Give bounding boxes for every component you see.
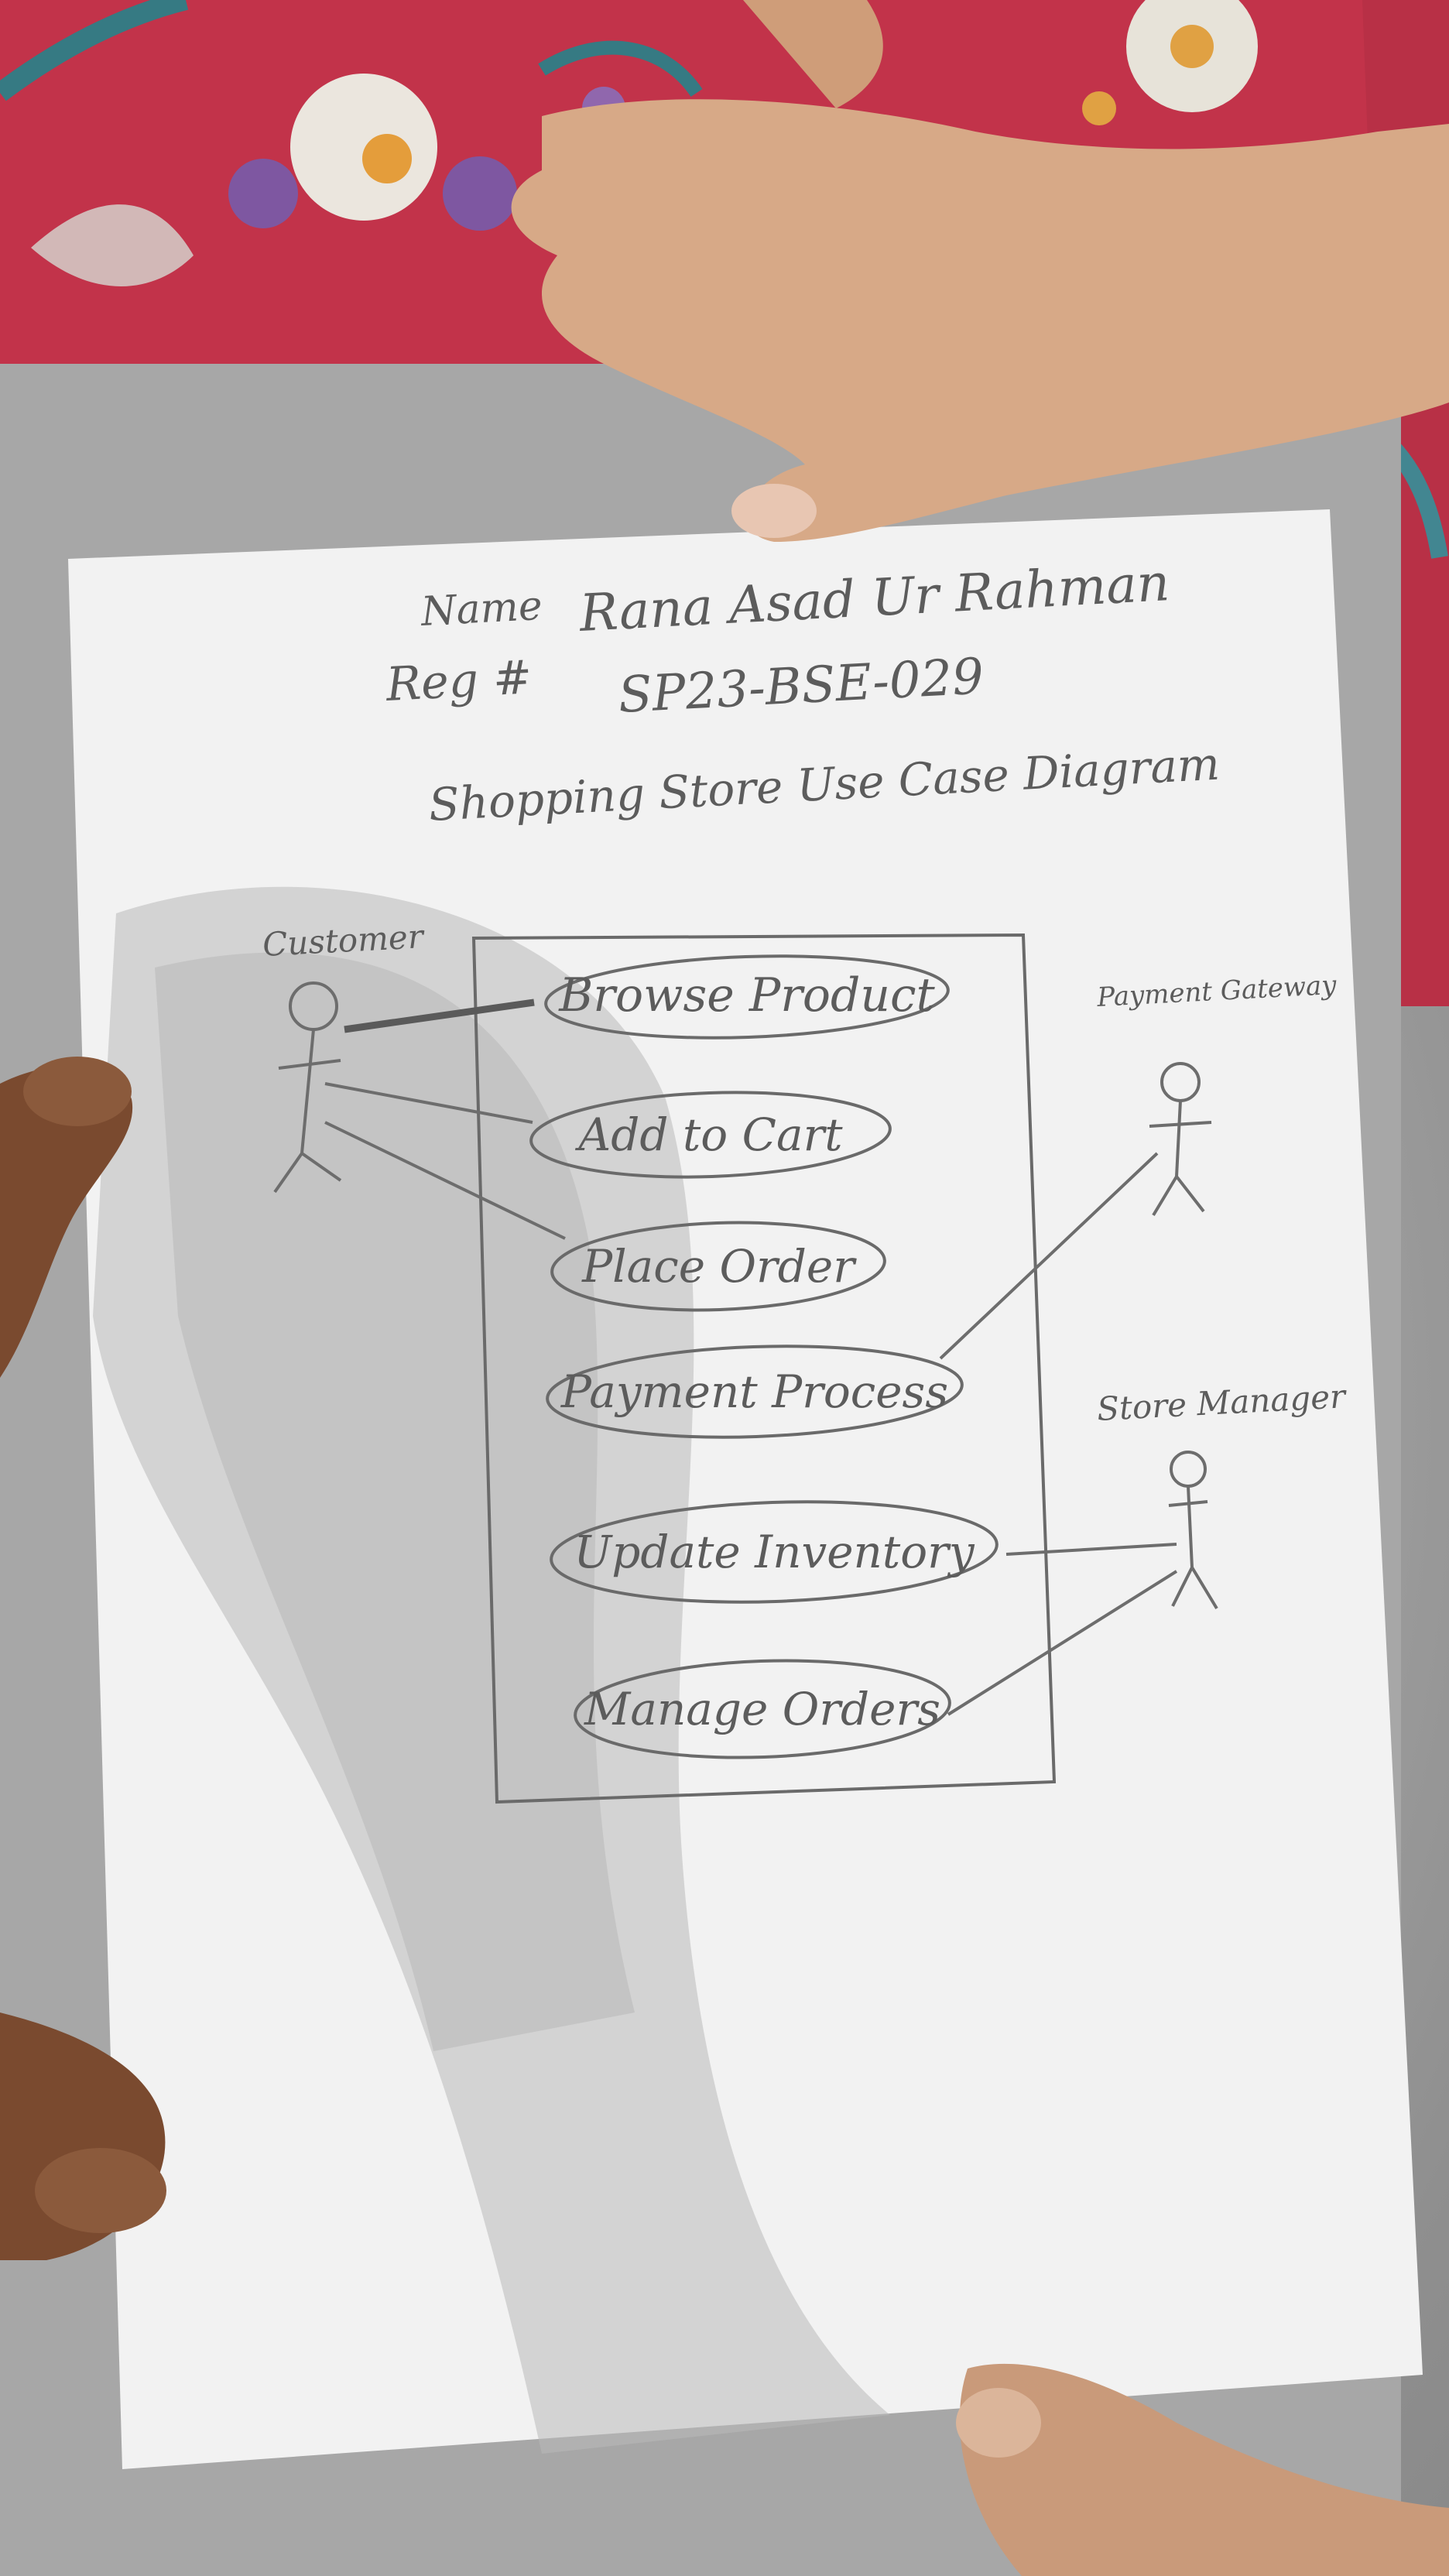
association-gateway-payment <box>939 1152 1159 1360</box>
association-customer-addcart <box>324 1082 533 1124</box>
hand-top-right <box>511 0 1449 542</box>
use-case-place-order: Place Order <box>550 1221 886 1312</box>
association-customer-placeorder <box>324 1121 566 1240</box>
use-case-label: Place Order <box>581 1240 857 1293</box>
customer-body <box>300 1029 315 1154</box>
hand-left-upper <box>0 1057 133 1378</box>
use-case-label: Add to Cart <box>574 1108 843 1161</box>
use-case-label: Manage Orders <box>584 1683 940 1735</box>
use-case-update-inventory: Update Inventory <box>550 1500 999 1604</box>
use-case-manage-orders: Manage Orders <box>574 1659 951 1759</box>
hand-bottom-right <box>956 2363 1449 2576</box>
system-boundary <box>471 933 1057 1804</box>
actor-customer: Customer <box>262 917 426 1194</box>
association-manager-orders <box>947 1570 1178 1716</box>
reg-label: Reg # <box>384 650 533 712</box>
use-case-label: Browse Product <box>558 968 935 1023</box>
actor-label-customer: Customer <box>262 917 426 964</box>
use-case-ellipse <box>546 1345 964 1439</box>
use-case-label: Payment Process <box>560 1365 948 1418</box>
use-case-add-to-cart: Add to Cart <box>529 1091 892 1179</box>
association-manager-inventory <box>1005 1543 1177 1556</box>
paper-shadow <box>93 886 890 2454</box>
flower-motif <box>0 0 1448 559</box>
use-case-ellipse <box>574 1659 951 1759</box>
name-label: Name <box>419 583 544 635</box>
association-customer-browse <box>344 999 535 1033</box>
use-case-ellipse <box>544 954 950 1040</box>
use-case-label: Update Inventory <box>574 1526 975 1578</box>
use-case-payment-process: Payment Process <box>546 1345 964 1439</box>
use-case-ellipse <box>550 1221 886 1312</box>
use-case-ellipse <box>529 1091 892 1179</box>
use-case-ellipse <box>550 1500 999 1604</box>
hand-left-lower <box>0 2012 166 2260</box>
associations <box>324 999 1178 1716</box>
use-case-browse-product: Browse Product <box>544 954 950 1040</box>
